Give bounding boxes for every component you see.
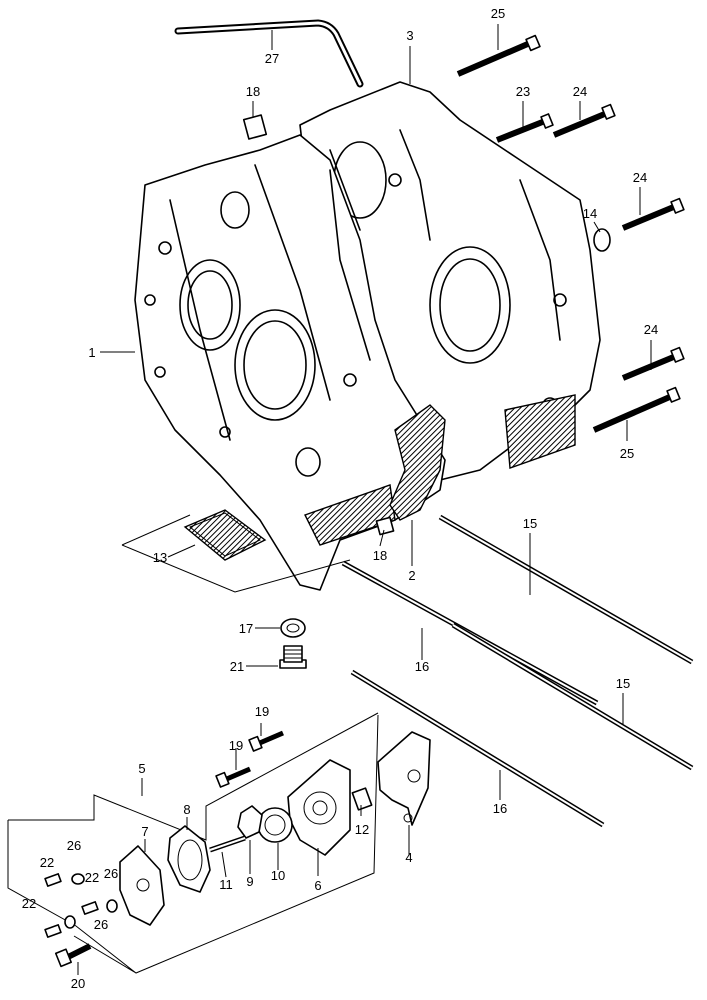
oil-screen-13 [183, 509, 267, 561]
callout-14: 14 [583, 206, 597, 221]
callout-23: 23 [516, 84, 530, 99]
callout-7: 7 [141, 824, 148, 839]
callout-22-a: 22 [40, 855, 54, 870]
callout-9: 9 [246, 874, 253, 889]
callout-26-a: 26 [67, 838, 81, 853]
callout-21: 21 [230, 659, 244, 674]
callout-24-top: 24 [573, 84, 587, 99]
callout-labels: 27 3 25 23 24 18 24 14 1 24 25 15 13 18 … [22, 6, 658, 991]
callout-11: 11 [219, 877, 233, 892]
callout-6: 6 [314, 878, 321, 893]
callout-5: 5 [138, 761, 145, 776]
callout-16-top: 16 [415, 659, 429, 674]
outline-13 [121, 514, 191, 546]
callout-24-mid: 24 [633, 170, 647, 185]
callout-8: 8 [183, 802, 190, 817]
callout-25-low: 25 [620, 446, 634, 461]
callout-22-b: 22 [85, 870, 99, 885]
main-crankcase-1 [134, 134, 446, 591]
callout-20: 20 [71, 976, 85, 991]
dowels-18 [242, 114, 395, 536]
leader-lines [77, 24, 652, 975]
callout-18-top: 18 [246, 84, 260, 99]
breather-tube-27 [174, 19, 364, 88]
callout-19-top: 19 [255, 704, 269, 719]
callout-24-low: 24 [644, 322, 658, 337]
callout-16-low: 16 [493, 801, 507, 816]
callout-13: 13 [153, 550, 167, 565]
callout-22-c: 22 [22, 896, 36, 911]
outline-box-13 [121, 544, 351, 593]
callout-18-low: 18 [373, 548, 387, 563]
studs-15-16 [341, 514, 694, 828]
callout-4: 4 [405, 850, 412, 865]
oil-pump-parts [44, 730, 431, 968]
callout-1: 1 [88, 345, 95, 360]
bolts-23-24-25 [456, 34, 685, 433]
callout-2: 2 [408, 568, 415, 583]
callout-15-top: 15 [523, 516, 537, 531]
callout-26-b: 26 [104, 866, 118, 881]
callout-3: 3 [406, 28, 413, 43]
callout-25-top: 25 [491, 6, 505, 21]
callout-19-low: 19 [229, 738, 243, 753]
callout-12: 12 [355, 822, 369, 837]
outline-box-oil-pump [7, 712, 379, 974]
drain-plug-21-washer-17 [279, 618, 307, 669]
callout-17: 17 [239, 621, 253, 636]
callout-27: 27 [265, 51, 279, 66]
callout-15-low: 15 [616, 676, 630, 691]
callout-10: 10 [271, 868, 285, 883]
callout-26-c: 26 [94, 917, 108, 932]
